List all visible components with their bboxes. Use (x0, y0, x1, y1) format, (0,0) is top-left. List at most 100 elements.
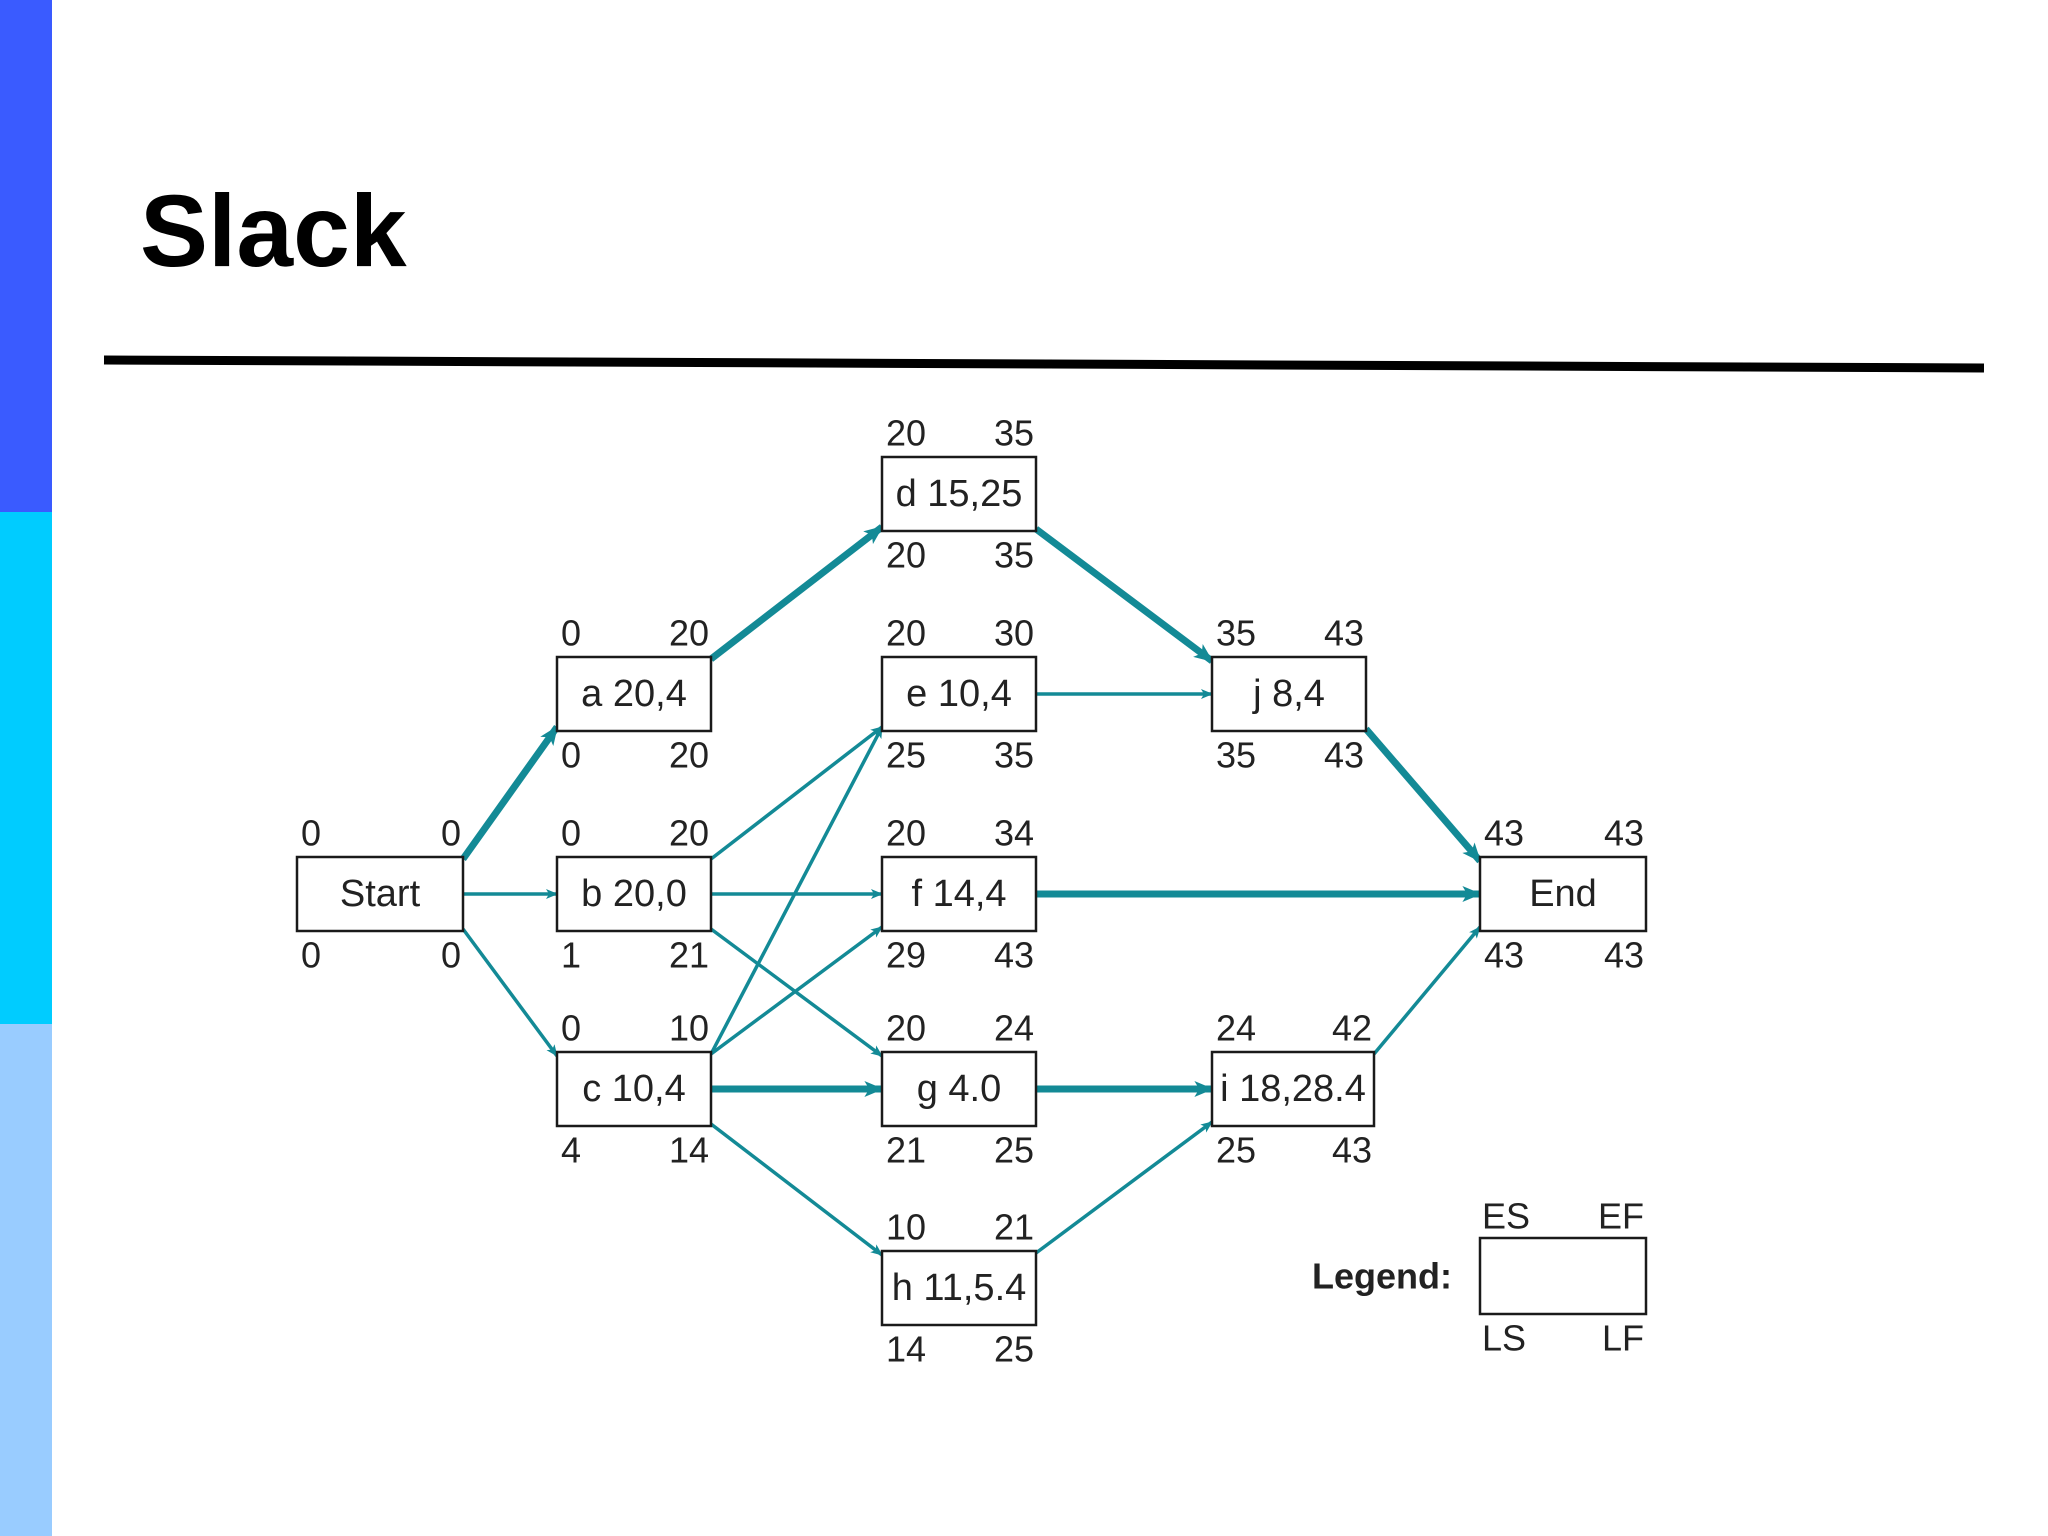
legend-title: Legend: (1312, 1256, 1452, 1297)
activity-node-h: h 11,5.4 10 21 14 25 (880, 1207, 1038, 1370)
late-finish-value: 43 (1324, 735, 1364, 776)
accent-bar-top (0, 0, 52, 512)
node-label: d 15,25 (896, 473, 1023, 515)
node-label: f 14,4 (911, 873, 1006, 915)
activity-node-j: j 8,4 35 43 35 43 (1210, 613, 1368, 776)
activity-node-b: b 20,00 20 1 21 (555, 813, 713, 976)
early-start-value: 35 (1216, 613, 1256, 654)
late-start-value: 25 (1216, 1130, 1256, 1171)
node-label: c 10,4 (582, 1068, 686, 1110)
early-finish-value: 20 (669, 813, 709, 854)
edges-layer (460, 524, 1483, 1257)
node-box (880, 855, 1038, 933)
early-start-value: 0 (301, 813, 321, 854)
node-label: Start (340, 873, 421, 915)
edge-a-d (708, 524, 885, 662)
early-finish-value: 43 (1324, 613, 1364, 654)
late-start-value: 4 (561, 1130, 581, 1171)
node-box (1478, 855, 1648, 933)
early-finish-value: 24 (994, 1008, 1034, 1049)
edge-c-h (709, 1122, 884, 1257)
node-label: a 20,4 (581, 673, 687, 715)
early-start-value: 0 (561, 1008, 581, 1049)
early-start-value: 20 (886, 613, 926, 654)
edge-start-c (461, 927, 559, 1058)
early-finish-value: 10 (669, 1008, 709, 1049)
late-start-value: 1 (561, 935, 581, 976)
early-start-value: 20 (886, 1008, 926, 1049)
early-start-value: 20 (886, 413, 926, 454)
legend-box (1478, 1236, 1648, 1316)
late-finish-value: 43 (1332, 1130, 1372, 1171)
late-finish-value: 43 (994, 935, 1034, 976)
node-box (295, 855, 465, 933)
early-start-value: 0 (561, 613, 581, 654)
early-finish-value: 42 (1332, 1008, 1372, 1049)
late-start-value: 21 (886, 1130, 926, 1171)
activity-node-c: c 10,40 10 4 14 (555, 1008, 713, 1171)
node-box (555, 855, 713, 933)
late-finish-value: 35 (994, 735, 1034, 776)
late-finish-value: 21 (669, 935, 709, 976)
node-box (555, 655, 713, 733)
late-finish-value: 43 (1604, 935, 1644, 976)
late-finish-value: 25 (994, 1130, 1034, 1171)
legend-ls-label: LS (1482, 1318, 1526, 1359)
node-label: j 8,4 (1252, 673, 1325, 715)
node-label: i 18,28.4 (1220, 1068, 1366, 1110)
legend-lf-label: LF (1602, 1318, 1644, 1359)
late-finish-value: 20 (669, 735, 709, 776)
edge-h-i (1034, 1120, 1214, 1255)
edge-c-e (709, 726, 884, 1055)
accent-bar-bottom (0, 1024, 52, 1536)
late-start-value: 0 (561, 735, 581, 776)
early-finish-value: 21 (994, 1207, 1034, 1248)
activity-node-i: i 18,28.4 24 42 25 43 (1210, 1008, 1376, 1171)
early-finish-value: 43 (1604, 813, 1644, 854)
late-finish-value: 35 (994, 535, 1034, 576)
early-start-value: 20 (886, 813, 926, 854)
late-start-value: 35 (1216, 735, 1256, 776)
activity-node-d: d 15,25 20 35 20 35 (880, 413, 1038, 576)
node-label: e 10,4 (906, 673, 1012, 715)
node-box (880, 655, 1038, 733)
node-label: b 20,0 (581, 873, 687, 915)
node-box (555, 1050, 713, 1128)
late-start-value: 25 (886, 735, 926, 776)
legend-ef-label: EF (1598, 1196, 1644, 1237)
late-start-value: 14 (886, 1329, 926, 1370)
late-start-value: 0 (301, 935, 321, 976)
edge-j-end (1363, 726, 1483, 864)
edge-i-end (1372, 925, 1482, 1056)
early-start-value: 10 (886, 1207, 926, 1248)
late-start-value: 43 (1484, 935, 1524, 976)
early-finish-value: 30 (994, 613, 1034, 654)
early-finish-value: 0 (441, 813, 461, 854)
node-box (1210, 655, 1368, 733)
edge-start-a (460, 724, 560, 862)
early-finish-value: 35 (994, 413, 1034, 454)
node-box (880, 455, 1038, 533)
late-start-value: 20 (886, 535, 926, 576)
node-box (1210, 1050, 1376, 1128)
node-box (880, 1050, 1038, 1128)
node-box (880, 1249, 1038, 1327)
node-label: h 11,5.4 (892, 1267, 1027, 1309)
early-start-value: 0 (561, 813, 581, 854)
legend-es-label: ES (1482, 1196, 1530, 1237)
early-finish-value: 34 (994, 813, 1034, 854)
late-finish-value: 14 (669, 1130, 709, 1171)
title-divider (103, 355, 1985, 373)
accent-bar-middle (0, 512, 52, 1024)
early-start-value: 24 (1216, 1008, 1256, 1049)
early-start-value: 43 (1484, 813, 1524, 854)
late-finish-value: 25 (994, 1329, 1034, 1370)
